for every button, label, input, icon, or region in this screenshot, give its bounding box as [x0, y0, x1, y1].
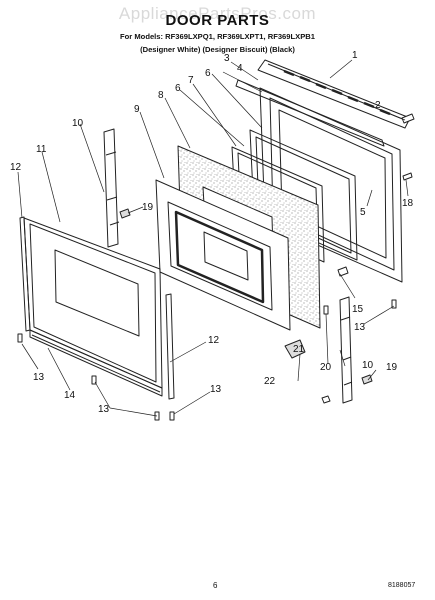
part-12-side-trim-right — [165, 293, 175, 400]
callout-6b: 6 — [175, 83, 181, 94]
part-5-inner-door-panel — [259, 87, 403, 283]
part-1-vent-trim — [257, 59, 411, 129]
callout-6a: 6 — [205, 68, 211, 79]
callout-21: 21 — [293, 344, 305, 355]
callout-20: 20 — [320, 362, 332, 373]
model-numbers: For Models: RF369LXPQ1, RF369LXPT1, RF36… — [120, 32, 315, 41]
callout-10-left: 10 — [72, 118, 84, 129]
part-10-hinge-right — [339, 296, 353, 404]
callout-11: 11 — [36, 144, 47, 155]
part-10-hinge-left — [103, 128, 120, 248]
callout-14: 14 — [64, 390, 76, 401]
callout-labels: 1 2 3 4 5 6 6 7 8 9 10 10 11 12 12 13 13… — [10, 50, 414, 415]
part-19-receptacle-left — [119, 208, 131, 219]
callout-13-bottom-right: 13 — [210, 384, 222, 395]
callout-2: 2 — [375, 100, 381, 111]
part-12-side-trim-left — [19, 216, 31, 332]
callout-9: 9 — [134, 104, 140, 115]
watermark: AppliancePartsPros.com — [118, 4, 317, 23]
callout-8: 8 — [158, 90, 164, 101]
callout-3: 3 — [224, 53, 230, 64]
page-number: 6 — [213, 581, 218, 590]
document-number: 8188057 — [388, 582, 416, 589]
callout-13-left: 13 — [33, 372, 45, 383]
callout-13-bottom: 13 — [98, 404, 110, 415]
part-3-top-channel — [235, 79, 385, 147]
callout-5: 5 — [360, 207, 366, 218]
callout-18: 18 — [402, 198, 414, 209]
callout-10-right: 10 — [362, 360, 374, 371]
part-15-clip — [337, 266, 349, 277]
part-14-bottom-trim — [29, 329, 163, 397]
callout-12-top: 12 — [10, 162, 22, 173]
callout-4: 4 — [237, 63, 243, 74]
callout-7: 7 — [188, 75, 194, 86]
part-9-door-liner — [155, 179, 291, 331]
screw-icons — [17, 113, 415, 421]
callout-22: 22 — [264, 376, 276, 387]
part-19-receptacle-right — [361, 374, 373, 385]
callout-13-right: 13 — [354, 322, 366, 333]
page-title: DOOR PARTS — [165, 12, 270, 29]
callout-1: 1 — [352, 50, 358, 61]
color-variants: (Designer White) (Designer Biscuit) (Bla… — [140, 45, 295, 54]
callout-12-bottom: 12 — [208, 335, 220, 346]
part-22-hinge-cover — [284, 339, 306, 359]
callout-19-right: 19 — [386, 362, 398, 373]
callout-15: 15 — [352, 304, 364, 315]
callout-19-left: 19 — [142, 202, 154, 213]
